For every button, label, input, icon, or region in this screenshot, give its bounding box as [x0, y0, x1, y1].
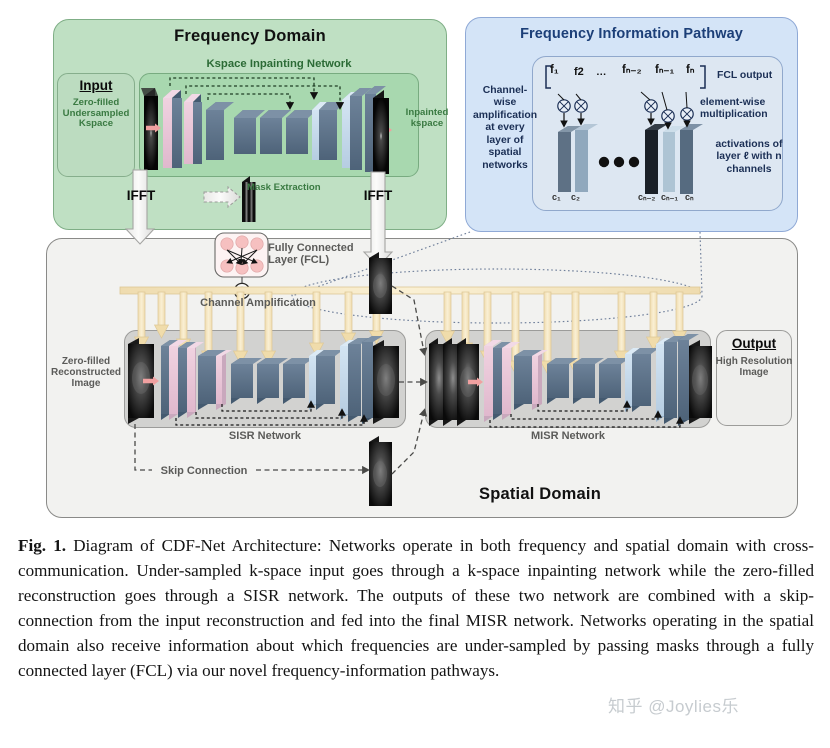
input-box-title: Input [79, 78, 113, 93]
frequency-domain-title: Frequency Domain [174, 27, 326, 45]
fcl-term-0: f₁ [550, 64, 559, 76]
channel-term-4: cₙ [685, 192, 694, 202]
fcl-term-3: fₙ₋₂ [622, 64, 642, 76]
figure-caption: Fig. 1. Diagram of CDF-Net Architecture:… [18, 533, 814, 683]
output-box-title: Output [731, 336, 777, 351]
frequency-information-pathway-title: Frequency Information Pathway [520, 26, 743, 42]
channel-amplification-label: Channel Amplification [200, 297, 316, 309]
channel-term-0: c₁ [552, 192, 561, 202]
misr-network-box [425, 330, 711, 428]
fip-left-caption: Channel-wise amplification at every laye… [472, 85, 538, 171]
ifft-label-right: IFFT [363, 188, 393, 203]
watermark: 知乎 @Joylies乐 [608, 697, 739, 716]
fcl-term-5: fₙ [686, 64, 695, 76]
mask-extraction-label: Mask Extraction [247, 182, 321, 193]
output-box-subtitle: High Resolution Image [715, 356, 793, 379]
sisr-network-label: SISR Network [228, 430, 302, 442]
input-box [57, 73, 135, 177]
channel-term-3: cₙ₋₁ [661, 192, 679, 202]
architecture-diagram: ✱ [46, 17, 798, 518]
figure-caption-text: Diagram of CDF-Net Architecture: Network… [18, 536, 814, 681]
fcl-term-1: f2 [574, 66, 584, 78]
kspace-inpainting-network-box [139, 73, 419, 177]
spatial-domain-title: Spatial Domain [479, 485, 601, 503]
activations-label: activations of layer ℓ with n channels [715, 139, 783, 175]
figure-caption-label: Fig. 1. [18, 536, 67, 555]
fcl-term-2: … [596, 66, 607, 78]
fcl-term-4: fₙ₋₁ [655, 64, 675, 76]
elementwise-multiplication-label: element-wise multiplication [700, 97, 768, 120]
channel-term-1: c₂ [571, 192, 581, 202]
misr-network-label: MISR Network [531, 430, 605, 442]
ifft-label-left: IFFT [126, 188, 156, 203]
inpainted-kspace-label: Inpainted kspace [405, 107, 449, 129]
channel-term-2: cₙ₋₂ [638, 192, 656, 202]
fully-connected-layer-label: Fully Connected Layer (FCL) [268, 242, 354, 267]
sisr-network-box [124, 330, 406, 428]
zero-filled-reconstructed-image-label: Zero-filled Reconstructed Image [50, 356, 121, 390]
channel-terms-row: c₁ c₂ cₙ₋₂ cₙ₋₁ cₙ [552, 192, 702, 208]
fcl-terms-row: f₁ f2 … fₙ₋₂ fₙ₋₁ fₙ [546, 64, 706, 88]
output-box [716, 330, 792, 426]
input-box-subtitle: Zero-filled Undersampled Kspace [62, 97, 130, 130]
kspace-inpainting-network-title: Kspace Inpainting Network [206, 58, 352, 70]
fcl-output-label: FCL output [717, 70, 773, 81]
skip-connection-label: Skip Connection [160, 465, 248, 477]
